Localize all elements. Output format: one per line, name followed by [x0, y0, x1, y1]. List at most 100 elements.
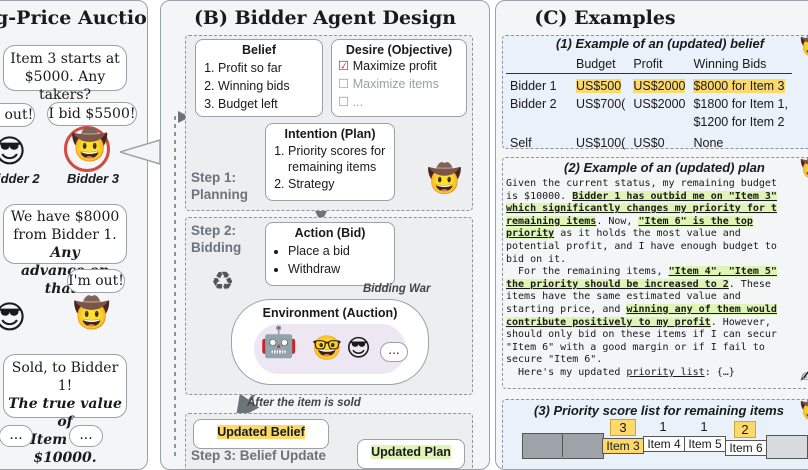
- updated-plan-label: Updated Plan: [358, 445, 464, 459]
- plan-text-run: Bidder 1 has outbid me on "Item 3": [572, 190, 777, 202]
- plan-text-run: . Now,: [596, 215, 639, 227]
- bubble-text: I'm out!: [68, 273, 124, 289]
- bidder2-label: idder 2: [0, 171, 40, 186]
- bidder2-out-bubble: m out!: [0, 103, 35, 127]
- plan-text-run: : {…}: [704, 366, 735, 378]
- bubble-text: The true value of: [8, 396, 122, 430]
- priority-label: Item 5: [684, 436, 726, 452]
- bubble-text: ...: [79, 427, 93, 443]
- action-card: Action (Bid) Place a bid Withdraw: [265, 222, 395, 286]
- ellipsis-bubble: ...: [69, 425, 103, 447]
- priority-label: Item 3: [602, 438, 644, 454]
- priority-item: 3 Item 3: [602, 419, 644, 454]
- bubble-line: The true value of: [4, 395, 126, 431]
- intention-item: Strategy: [288, 175, 394, 193]
- cowboy-thinking-icon: 🤠: [71, 128, 109, 163]
- desire-item: ☑ Maximize profit: [338, 57, 466, 75]
- plan-line: should only bid on these items if I can …: [506, 329, 777, 341]
- priority-list: 3 Item 3 1 Item 4 1 Item 5 2 Item 6: [522, 419, 808, 469]
- updated-belief-label: Updated Belief: [194, 425, 328, 439]
- plan-text-run: is $10000.: [506, 190, 573, 202]
- desire-item: ☐ ...: [338, 93, 466, 111]
- cowboy-thinking-icon: 🤠: [800, 399, 808, 419]
- desire-title: Desire (Objective): [345, 43, 453, 57]
- priority-bar-3d: [562, 433, 563, 457]
- priority-item: 1 Item 4: [643, 419, 685, 452]
- bubble-text: ...: [388, 343, 400, 357]
- priority-label: Item 4: [643, 436, 685, 452]
- plan-text-run: For the remaining items,: [506, 266, 669, 278]
- table-cell: None: [693, 136, 724, 150]
- table-cell: Bidder 2: [510, 97, 557, 111]
- plan-text-run: as it holds the most value and: [554, 228, 741, 240]
- plan-text-run: Here's my updated: [506, 366, 627, 378]
- money-cycle-icon: ♻: [211, 267, 235, 297]
- belief-table-wrap: Budget Profit Winning Bids Bidder 1 US$5…: [506, 55, 808, 152]
- cowboy-sick-icon: 🤠: [73, 296, 111, 331]
- panel-auction: g-Price Auction Item 3 starts at $5000. …: [0, 0, 148, 470]
- table-header: Profit: [633, 57, 663, 71]
- auctioneer-bubble-2: We have $8000 from Bidder 1. Any advance…: [3, 204, 127, 297]
- environment-title: Environment (Auction): [262, 306, 398, 320]
- cowboy-thinking-icon: 🤠: [800, 35, 808, 55]
- step-line: Planning: [191, 187, 248, 202]
- intention-item: Priority scores for remaining items: [288, 143, 394, 175]
- score-text: 2: [734, 421, 756, 438]
- auctioneer-bubble-3: Sold, to Bidder 1! The true value of Ite…: [3, 354, 127, 466]
- table-cell: $1800 for Item 1,: [693, 97, 788, 111]
- plan-text-run: contribute positively to my profit: [506, 316, 711, 328]
- plan-text-run: starting price, and: [506, 303, 627, 315]
- action-item: Withdraw: [288, 260, 394, 278]
- plan-line: bid on it.: [506, 253, 567, 265]
- belief-item: Budget left: [218, 95, 322, 113]
- bidder3-highlight-circle: [64, 126, 110, 172]
- plan-text-run: remaining items: [506, 215, 597, 227]
- table-header-row: Budget Profit Winning Bids: [506, 55, 792, 74]
- desire-label: Maximize items: [352, 77, 439, 91]
- plan-text-run: . These: [728, 278, 771, 290]
- table-cell: Self: [510, 136, 532, 150]
- table-cell: US$2000: [633, 97, 686, 111]
- bubble-text: I bid $5500!: [48, 106, 136, 122]
- plan-line: Given the current status, my remaining b…: [506, 178, 777, 189]
- updated-belief-text: Updated Belief: [217, 425, 305, 439]
- callout-connector: [120, 138, 161, 166]
- priority-item: 2 Item 6: [725, 419, 767, 456]
- table-cell: $8000 for Item 3: [689, 74, 792, 96]
- plan-line: starting price, and winning any of them …: [506, 303, 808, 317]
- cool-face-icon: 😎: [0, 301, 26, 333]
- plan-text-run: winning any of them would: [626, 303, 777, 315]
- hand-icon: ✍: [800, 369, 808, 385]
- plan-text-run: priority: [506, 228, 555, 240]
- priority-bar-3d: [522, 433, 604, 459]
- table-cell: [506, 113, 572, 131]
- bidder3-bid-bubble: I bid $5500!: [47, 102, 137, 126]
- step-line: Step 2:: [191, 223, 237, 238]
- plan-line: the priority should be increased to 2. T…: [506, 278, 808, 292]
- after-sold-label: After the item is sold: [247, 397, 361, 409]
- priority-bar-3d: [766, 435, 808, 459]
- step3-label: Step 3: Belief Update: [191, 448, 327, 463]
- belief-table: Budget Profit Winning Bids Bidder 1 US$5…: [506, 55, 792, 152]
- plan-text-run: the priority should be increased to 2: [506, 278, 729, 290]
- bubble-text: m out!: [0, 107, 34, 123]
- belief-card: Belief Profit so far Winning bids Budget…: [195, 39, 323, 117]
- table-header: Winning Bids: [693, 57, 767, 71]
- plan-line: Here's my updated priority list: {…}: [506, 367, 808, 380]
- bubble-line: We have $8000: [10, 209, 120, 225]
- plan-text-run: priority list: [626, 366, 705, 378]
- priority-example-title: (3) Priority score list for remaining it…: [534, 403, 784, 418]
- intention-title: Intention (Plan): [284, 127, 376, 141]
- plan-line: remaining items. Now, "Item 6" is the to…: [506, 215, 808, 229]
- table-cell: [572, 113, 629, 131]
- desire-list: ☑ Maximize profit ☐ Maximize items ☐ ...: [332, 57, 466, 111]
- table-header: Budget: [576, 57, 616, 71]
- bidder3-out-bubble: I'm out!: [67, 269, 125, 293]
- priority-score: 2: [725, 419, 765, 438]
- belief-title: Belief: [241, 43, 277, 57]
- table-row: $1200 for Item 2: [506, 113, 792, 131]
- updated-belief-card: Updated Belief: [193, 419, 329, 449]
- action-list: Place a bid Withdraw: [266, 242, 394, 278]
- plan-line: "Item 6" with a good margin or if I fail…: [506, 341, 765, 353]
- cell-text: US$2000: [633, 79, 686, 93]
